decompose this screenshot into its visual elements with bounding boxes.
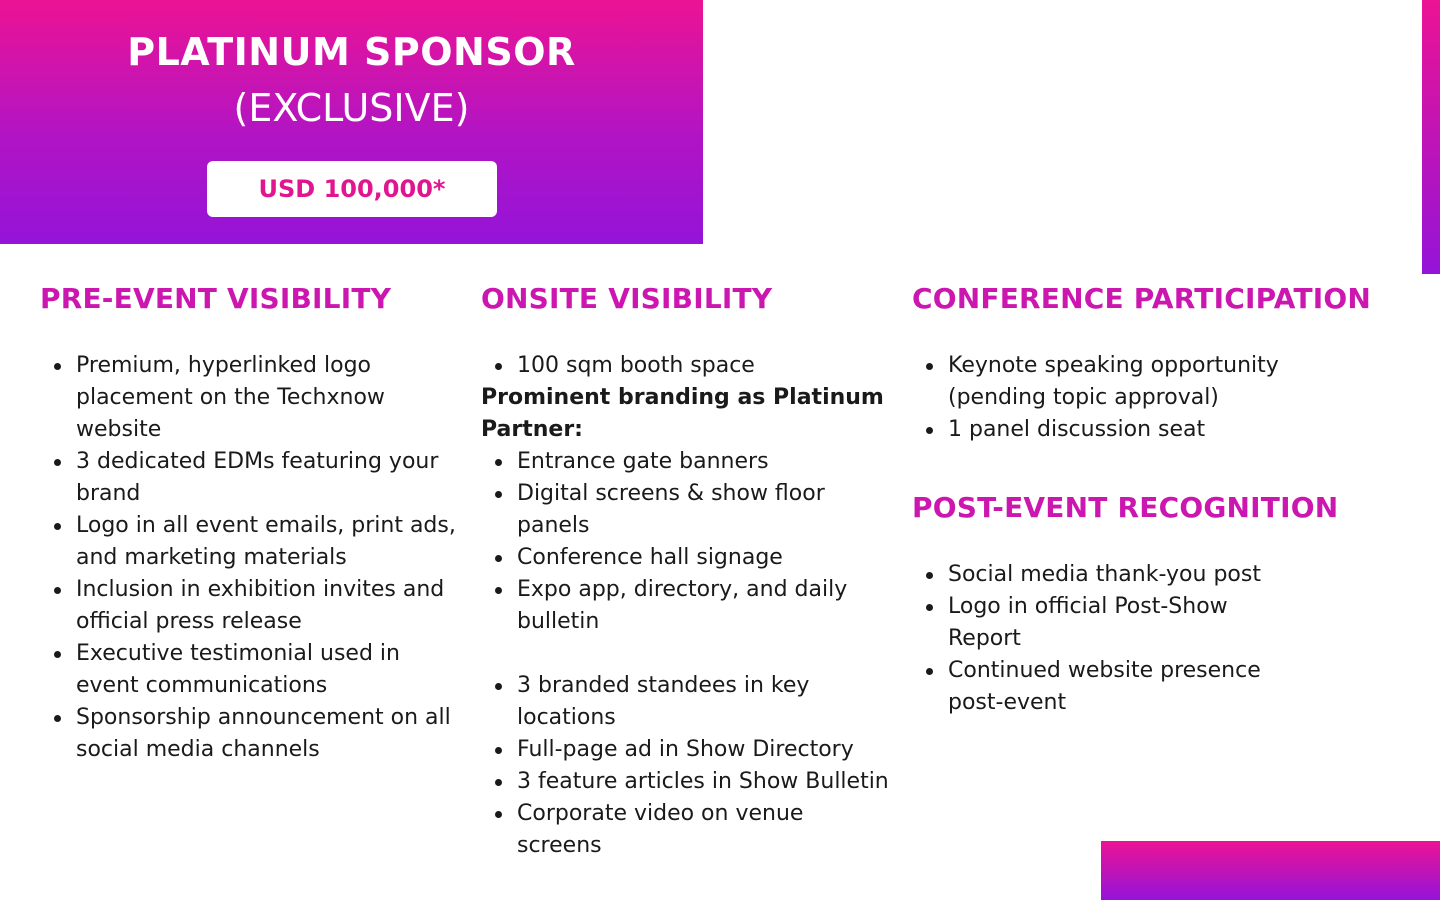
onsite-heading: ONSITE VISIBILITY [481, 282, 773, 315]
post-event-heading: POST-EVENT RECOGNITION [912, 491, 1339, 524]
list-item: Digital screens & show floor panels [481, 478, 891, 542]
list-item: Conference hall signage [481, 542, 891, 574]
conference-list: Keynote speaking opportunity (pending to… [912, 350, 1312, 446]
list-item: 3 feature articles in Show Bulletin [481, 766, 891, 798]
list-item: Expo app, directory, and daily bulletin [481, 574, 891, 638]
branding-subheading: Prominent branding as Platinum Partner: [481, 385, 884, 442]
list-item: Keynote speaking opportunity (pending to… [912, 350, 1312, 414]
list-item: Logo in official Post-Show Report [912, 591, 1292, 655]
pre-event-section: PRE-EVENT VISIBILITY Premium, hyperlinke… [40, 280, 460, 766]
post-event-list: Social media thank-you post Logo in offi… [912, 559, 1292, 719]
list-item: Premium, hyperlinked logo placement on t… [40, 350, 460, 446]
onsite-branding-list: Entrance gate banners Digital screens & … [481, 446, 891, 638]
decorative-corner-block [1101, 841, 1440, 900]
list-item: Corporate video on venue screens [481, 798, 891, 862]
list-item: 3 dedicated EDMs featuring your brand [40, 446, 460, 510]
decorative-side-bar [1422, 0, 1440, 274]
hero-banner: PLATINUM SPONSOR (EXCLUSIVE) USD 100,000… [0, 0, 703, 244]
onsite-more-list: 3 branded standees in key locations Full… [481, 670, 891, 862]
list-item: Continued website presence post-event [912, 655, 1292, 719]
list-item: 1 panel discussion seat [912, 414, 1312, 446]
onsite-list-top: 100 sqm booth space [481, 350, 891, 382]
conference-section: CONFERENCE PARTICIPATION Keynote speakin… [912, 280, 1412, 719]
pre-event-heading: PRE-EVENT VISIBILITY [40, 282, 392, 315]
pre-event-list: Premium, hyperlinked logo placement on t… [40, 350, 460, 766]
page-title: PLATINUM SPONSOR [127, 30, 576, 74]
price-badge: USD 100,000* [207, 161, 497, 217]
list-item: Logo in all event emails, print ads, and… [40, 510, 460, 574]
list-item: Entrance gate banners [481, 446, 891, 478]
conference-heading: CONFERENCE PARTICIPATION [912, 282, 1371, 315]
list-item: 100 sqm booth space [481, 350, 891, 382]
onsite-section: ONSITE VISIBILITY 100 sqm booth space Pr… [481, 280, 891, 862]
list-item: Sponsorship announcement on all social m… [40, 702, 460, 766]
list-item: Inclusion in exhibition invites and offi… [40, 574, 460, 638]
page-subtitle: (EXCLUSIVE) [233, 86, 470, 130]
list-item: 3 branded standees in key locations [481, 670, 891, 734]
list-item: Social media thank-you post [912, 559, 1292, 591]
list-item: Full-page ad in Show Directory [481, 734, 891, 766]
list-item: Executive testimonial used in event comm… [40, 638, 460, 702]
